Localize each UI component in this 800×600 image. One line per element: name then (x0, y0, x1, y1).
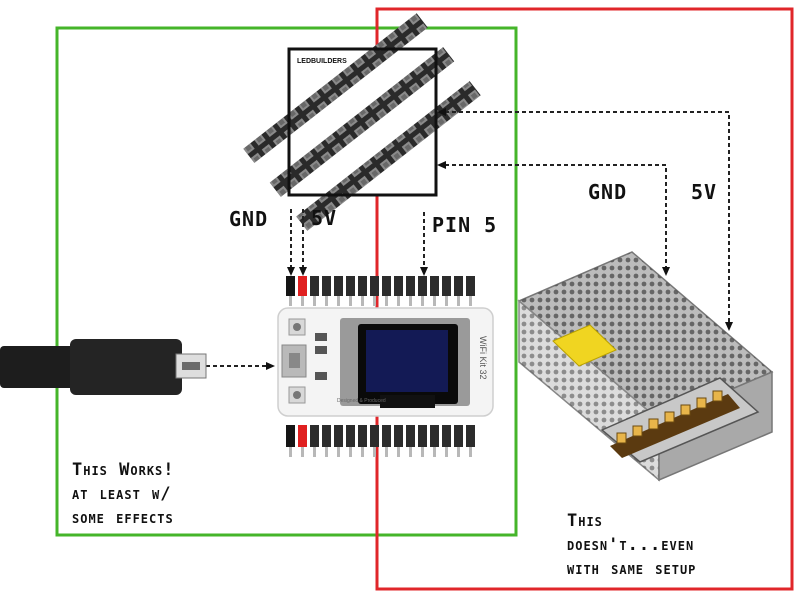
header-pin-leg (361, 296, 364, 306)
pin5-label: PIN 5 (432, 213, 498, 237)
fails-note: This doesn't...even with same setup (567, 509, 696, 581)
header-pin-leg (337, 447, 340, 457)
strip-brand: LEDBUILDERS (297, 58, 347, 65)
header-pin-leg (445, 296, 448, 306)
header-pin (406, 425, 415, 447)
power-supply-icon (517, 251, 774, 482)
header-pin (394, 425, 403, 447)
header-pin-leg (433, 296, 436, 306)
header-pin (334, 425, 343, 447)
header-pin (346, 425, 355, 447)
header-pin (298, 276, 307, 296)
board-model: WiFi Kit 32 (478, 336, 488, 380)
board-credit: Designed & Produced (337, 398, 386, 404)
header-pin (358, 276, 367, 296)
works-note-line-3: some effects (72, 508, 174, 528)
wire-psu-gnd (445, 164, 667, 268)
header-pin (430, 425, 439, 447)
header-pin (394, 276, 403, 296)
header-pin (430, 276, 439, 296)
header-pin (286, 276, 295, 296)
fails-note-line-1: This (567, 511, 603, 531)
gnd-label-right: GND (588, 180, 628, 204)
header-pin-leg (409, 447, 412, 457)
psu-label-sticker (552, 324, 617, 367)
header-pin (346, 276, 355, 296)
fails-note-line-3: with same setup (567, 559, 697, 579)
header-pin-leg (373, 296, 376, 306)
header-pin-leg (397, 296, 400, 306)
header-pin-leg (325, 296, 328, 306)
wires (206, 111, 730, 367)
5v-label-left: 5V (311, 206, 338, 230)
header-pin (286, 425, 295, 447)
header-pin (382, 276, 391, 296)
header-pin-leg (469, 447, 472, 457)
header-pin (442, 276, 451, 296)
header-pin (370, 276, 379, 296)
header-pin (418, 425, 427, 447)
header-pin (418, 276, 427, 296)
header-pin-leg (421, 447, 424, 457)
5v-label-right: 5V (691, 180, 718, 204)
header-pin (358, 425, 367, 447)
header-pin-leg (421, 296, 424, 306)
usb-cable-icon (0, 339, 207, 395)
header-pin-leg (409, 296, 412, 306)
header-pin-leg (445, 447, 448, 457)
header-pin-leg (373, 447, 376, 457)
header-pins-top (286, 276, 475, 306)
works-outline (55, 26, 518, 537)
header-pin-leg (337, 296, 340, 306)
header-pin (334, 276, 343, 296)
wire-arrowheads (266, 108, 733, 370)
led-strip-icon (243, 13, 481, 231)
header-pin (298, 425, 307, 447)
header-pin-leg (385, 296, 388, 306)
header-pin (466, 425, 475, 447)
header-pin-leg (469, 296, 472, 306)
header-pin-leg (313, 447, 316, 457)
header-pin (454, 276, 463, 296)
header-pin-leg (433, 447, 436, 457)
header-pin-leg (457, 296, 460, 306)
fails-note-line-2: doesn't...even (567, 535, 695, 555)
header-pin-leg (361, 447, 364, 457)
header-pin (322, 425, 331, 447)
works-note: This Works! at least w/ some effects (72, 458, 175, 530)
header-pin-leg (349, 447, 352, 457)
fails-outline (375, 7, 794, 591)
gnd-label-left: GND (229, 207, 269, 231)
header-pin (382, 425, 391, 447)
header-pin (442, 425, 451, 447)
esp32-board-icon: WiFi Kit 32 Designed & Produced (277, 307, 494, 417)
header-pin-leg (313, 296, 316, 306)
header-pins-bottom (286, 425, 475, 457)
header-pin-leg (289, 447, 292, 457)
header-pin-leg (301, 296, 304, 306)
header-pin (310, 276, 319, 296)
header-pin (322, 276, 331, 296)
header-pin-leg (397, 447, 400, 457)
header-pin (310, 425, 319, 447)
header-pin (406, 276, 415, 296)
header-pin-leg (349, 296, 352, 306)
header-pin-leg (289, 296, 292, 306)
works-note-line-2: at least w/ (72, 484, 172, 504)
header-pin-leg (385, 447, 388, 457)
header-pin-leg (301, 447, 304, 457)
header-pin (466, 276, 475, 296)
header-pin-leg (325, 447, 328, 457)
header-pin (454, 425, 463, 447)
header-pin-leg (457, 447, 460, 457)
wire-psu-5v (445, 111, 730, 324)
header-pin (370, 425, 379, 447)
works-note-line-1: This Works! (72, 460, 175, 480)
